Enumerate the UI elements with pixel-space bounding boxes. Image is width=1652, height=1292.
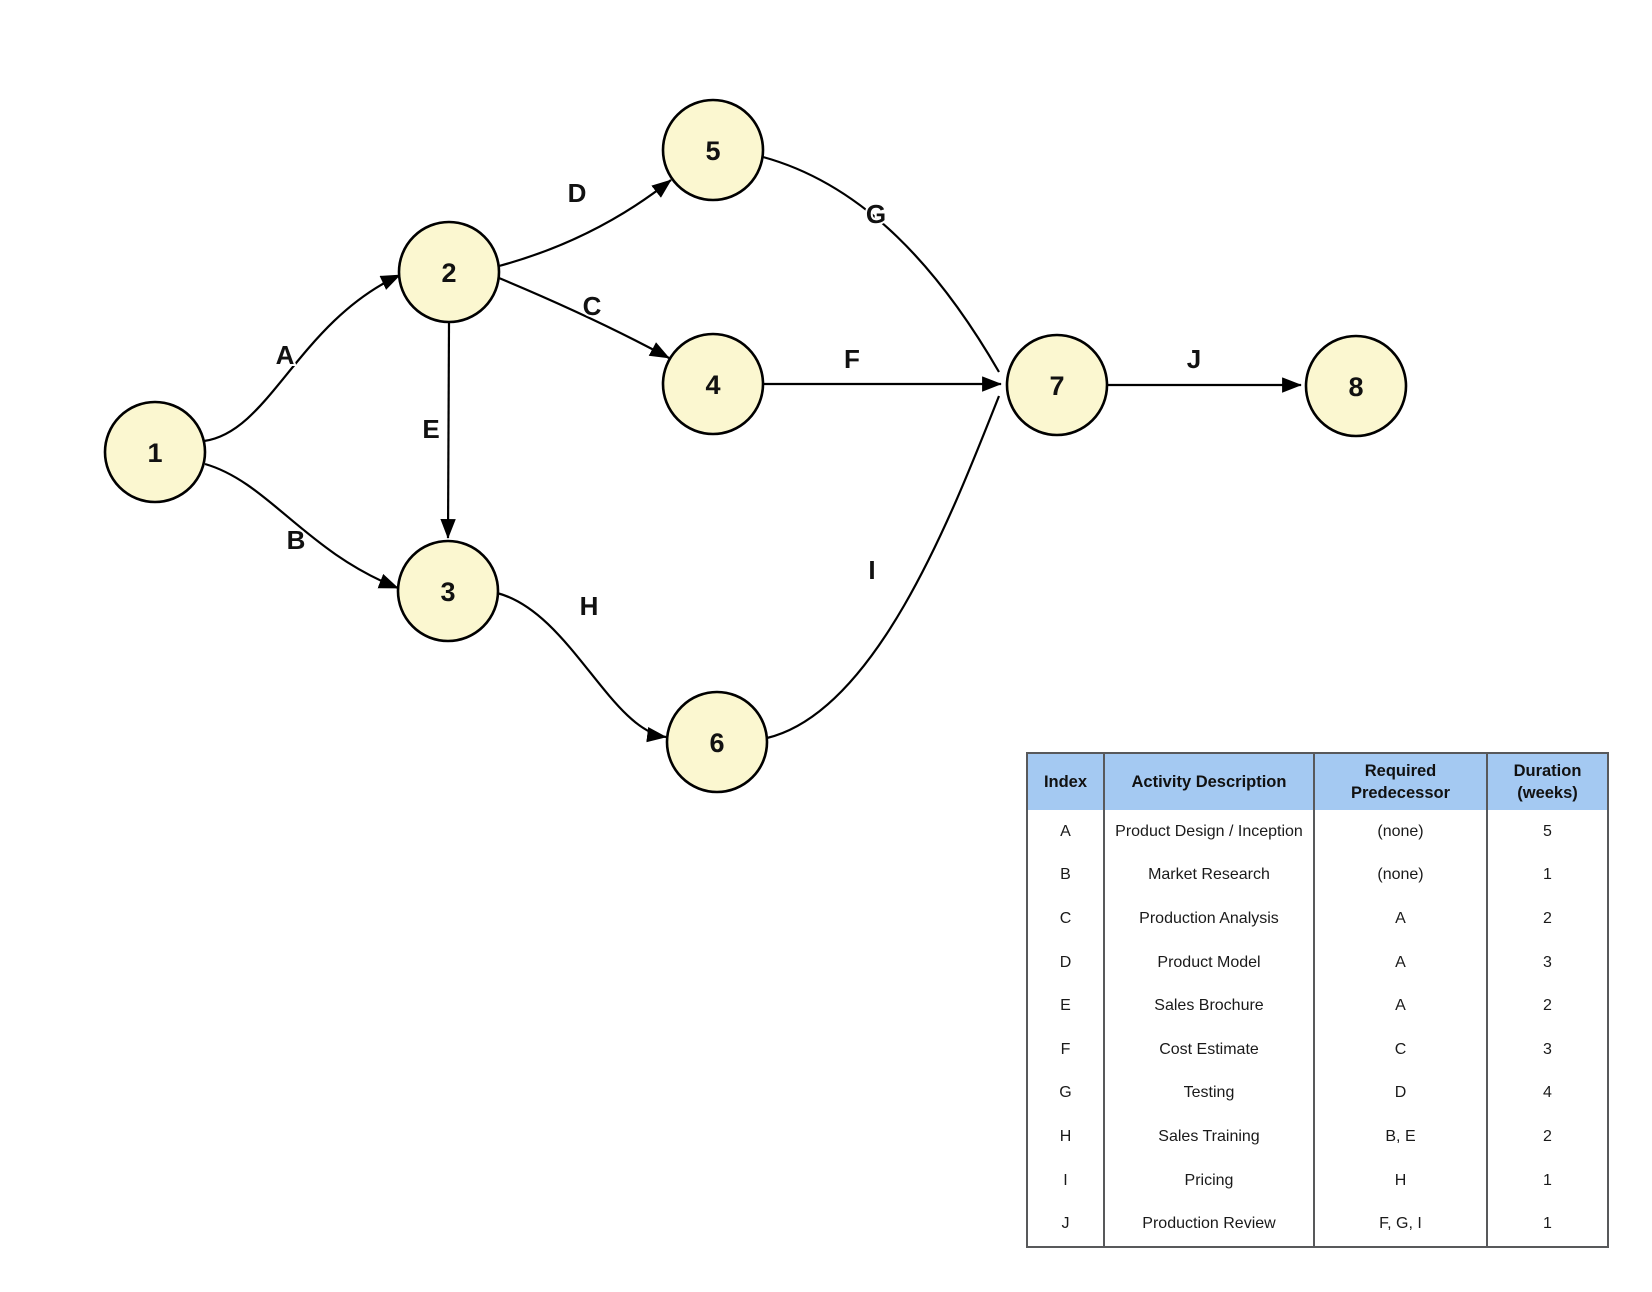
cell-description: Product Model (1103, 940, 1314, 985)
cell-duration: 2 (1486, 1115, 1608, 1159)
edge-label-J: J (1187, 344, 1201, 374)
edge-E-from-2-to-3 (440, 321, 456, 539)
cell-predecessor: H (1313, 1158, 1487, 1203)
node-label-1: 1 (147, 438, 162, 468)
cell-description: Production Review (1103, 1202, 1314, 1247)
cell-index: I (1063, 1171, 1068, 1189)
cell-description: Sales Training (1103, 1115, 1314, 1159)
cell-duration: 1 (1486, 853, 1608, 898)
cell-index: J (1061, 1215, 1070, 1233)
node-6 (665, 690, 769, 794)
cell-predecessor: C (1313, 1027, 1487, 1072)
edge-label-E: E (422, 414, 439, 444)
cell-duration: 1 (1486, 1202, 1608, 1247)
cell-index: D (1059, 953, 1072, 971)
cell-description: Market Research (1103, 853, 1314, 898)
edge-I-from-6-to-7 (766, 395, 1001, 740)
cell-index: G (1059, 1084, 1072, 1102)
cell-description: Cost Estimate (1103, 1027, 1314, 1072)
edge-label-D: D (568, 178, 587, 208)
col-header-predecessor: Required Predecessor (1313, 753, 1487, 810)
cell-duration: 5 (1486, 810, 1608, 854)
cell-description: Sales Brochure (1103, 984, 1314, 1028)
cell-duration: 2 (1486, 897, 1608, 941)
cell-predecessor: A (1313, 897, 1487, 941)
cell-predecessor: B, E (1313, 1115, 1487, 1159)
node-3 (396, 539, 500, 643)
node-4 (661, 332, 765, 436)
cell-description: Production Analysis (1103, 897, 1314, 941)
cell-description: Product Design / Inception (1103, 810, 1314, 854)
node-8 (1304, 334, 1408, 438)
node-label-2: 2 (441, 258, 456, 288)
edge-label-I: I (868, 555, 875, 585)
cell-index: H (1059, 1127, 1072, 1145)
edge-label-F: F (844, 344, 860, 374)
cell-index: C (1059, 909, 1072, 927)
node-label-3: 3 (440, 577, 455, 607)
cell-index: A (1060, 822, 1071, 840)
node-label-4: 4 (705, 370, 720, 400)
cell-duration: 4 (1486, 1071, 1608, 1116)
edge-A-from-1-to-2 (203, 274, 401, 443)
col-header-duration: Duration (weeks) (1486, 753, 1608, 810)
activity-table: Index Activity Description Required Pred… (1026, 752, 1609, 1248)
edge-G-from-5-to-7 (762, 155, 1000, 373)
cell-predecessor: (none) (1313, 853, 1487, 898)
cell-index: E (1060, 997, 1071, 1015)
cell-index: F (1060, 1040, 1071, 1058)
cell-duration: 1 (1486, 1158, 1608, 1203)
cell-predecessor: A (1313, 940, 1487, 985)
edge-label-G: G (866, 199, 886, 229)
node-2 (397, 220, 501, 324)
edge-label-A: A (276, 340, 295, 370)
table-row-B: B Market Research(none)1 (1027, 853, 1608, 898)
edge-D-from-2-to-5 (498, 179, 672, 268)
cell-duration: 3 (1486, 940, 1608, 985)
cell-predecessor: D (1313, 1071, 1487, 1116)
cell-description: Pricing (1103, 1158, 1314, 1203)
col-header-index: Index (1027, 753, 1104, 810)
node-5 (661, 98, 765, 202)
table-row-A: A Product Design / Inception(none)5 (1027, 810, 1608, 854)
cell-predecessor: (none) (1313, 810, 1487, 854)
node-label-8: 8 (1348, 372, 1363, 402)
cell-index: B (1060, 866, 1071, 884)
node-1 (103, 400, 207, 504)
edge-label-C: C (583, 291, 602, 321)
node-7 (1005, 333, 1109, 437)
table-header-row: Index Activity Description Required Pred… (1027, 753, 1608, 810)
edge-C-from-2-to-4 (498, 276, 670, 359)
node-label-6: 6 (709, 728, 724, 758)
edge-H-from-3-to-6 (496, 591, 667, 743)
cell-description: Testing (1103, 1071, 1314, 1116)
cell-duration: 2 (1486, 984, 1608, 1028)
node-label-7: 7 (1049, 371, 1064, 401)
table-header: Index Activity Description Required Pred… (1027, 753, 1608, 810)
edge-label-H: H (580, 591, 599, 621)
edge-label-B: B (287, 525, 306, 555)
cell-predecessor: A (1313, 984, 1487, 1028)
cell-duration: 3 (1486, 1027, 1608, 1072)
col-header-description: Activity Description (1103, 753, 1314, 810)
cell-predecessor: F, G, I (1313, 1202, 1487, 1247)
node-label-5: 5 (705, 136, 720, 166)
edge-B-from-1-to-3 (204, 462, 399, 590)
